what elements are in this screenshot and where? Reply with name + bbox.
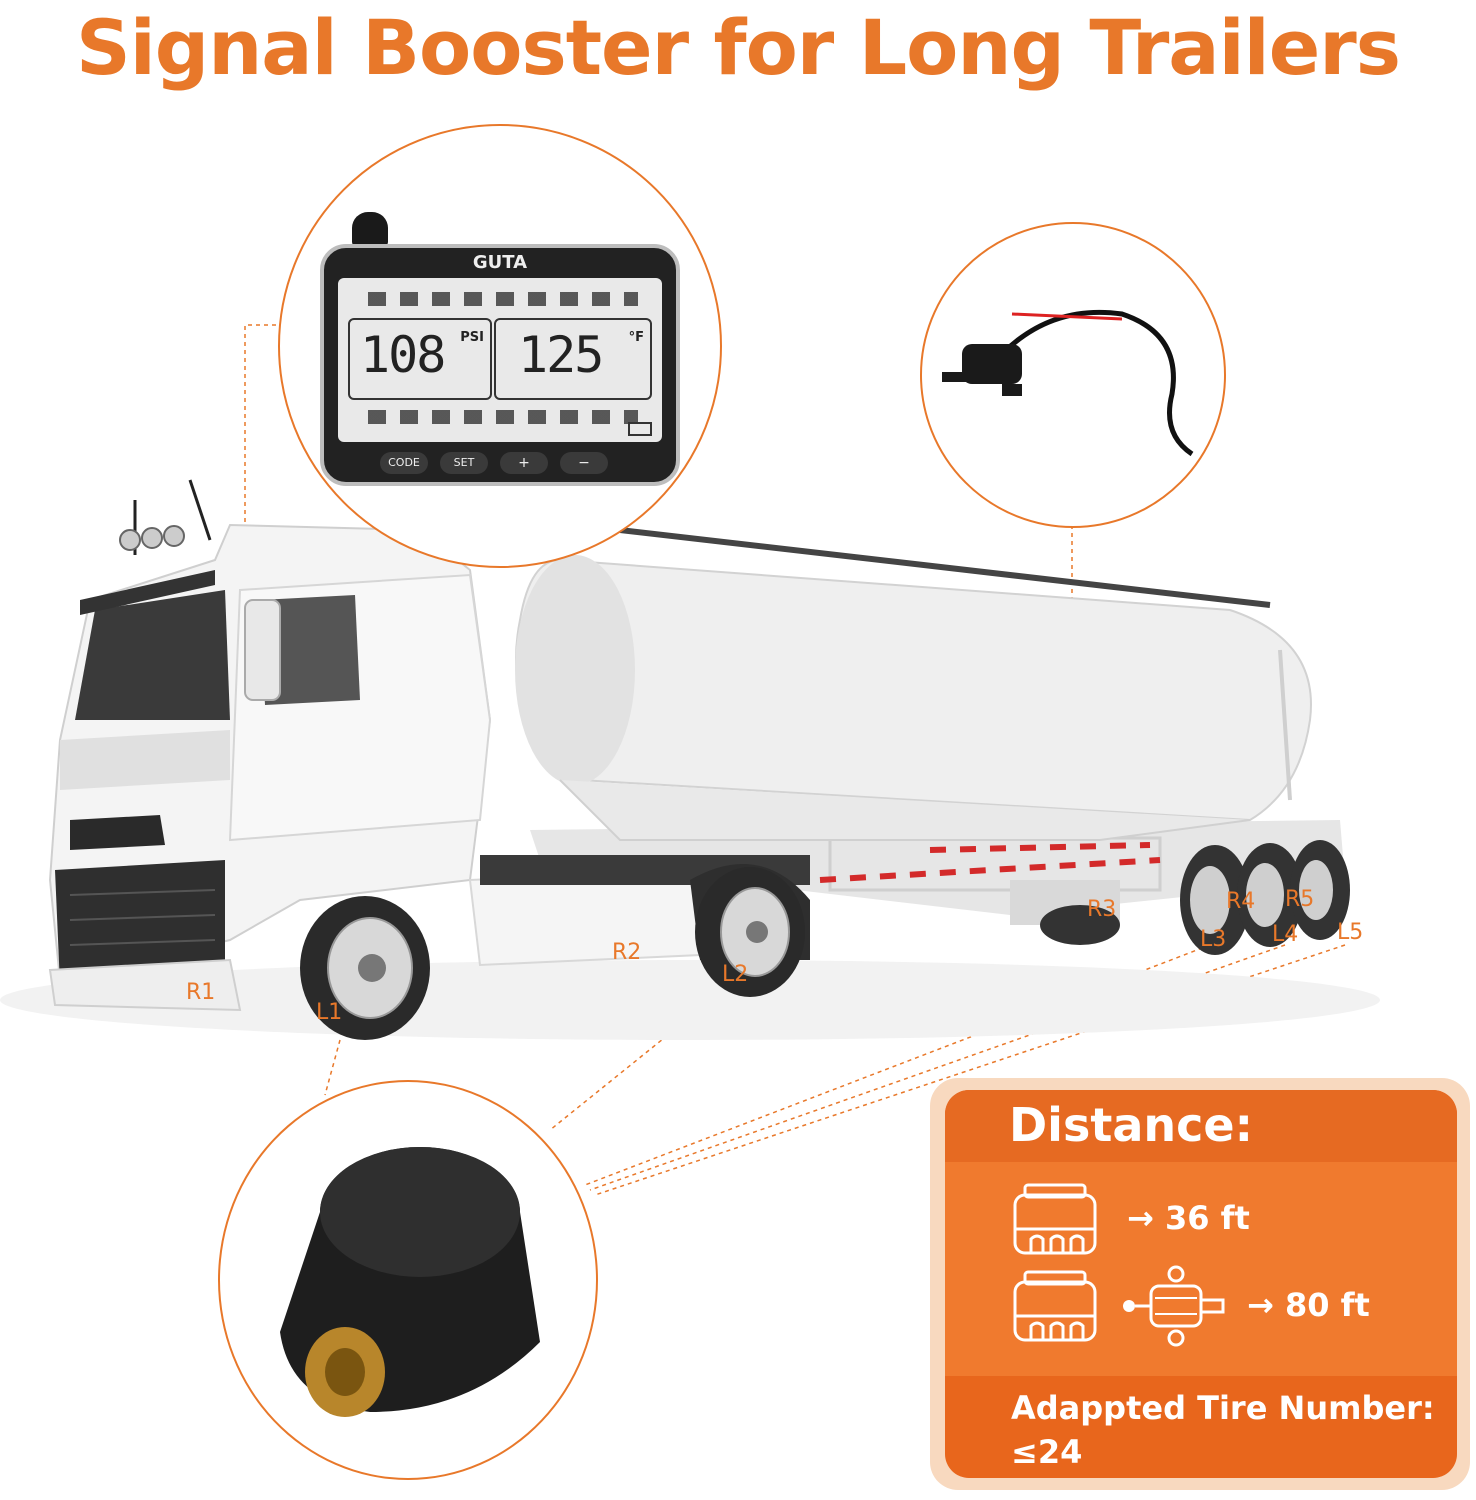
adapted-value: ≤24 — [1011, 1433, 1083, 1471]
antenna-icon — [352, 212, 388, 246]
monitor-outline-icon — [1013, 1270, 1097, 1342]
button-code[interactable]: CODE — [380, 452, 428, 474]
lcd-screen: 108 PSI 125 °F — [338, 278, 662, 442]
sensor-circle — [218, 1080, 598, 1480]
tire-label-l2: L2 — [722, 962, 749, 987]
monitor-brand: GUTA — [472, 252, 528, 273]
pressure-value: 108 — [360, 326, 446, 384]
booster-circle — [920, 222, 1226, 528]
page-title: Signal Booster for Long Trailers — [76, 3, 1401, 92]
tire-label-r2: R2 — [612, 940, 642, 965]
connector-sensor-l1 — [324, 1039, 341, 1096]
tire-label-r1: R1 — [186, 980, 216, 1005]
tire-label-l3: L3 — [1200, 927, 1227, 952]
tire-label-r4: R4 — [1226, 889, 1256, 914]
button-plus[interactable]: + — [500, 452, 548, 474]
distance-with-booster: → 80 ft — [1247, 1286, 1370, 1324]
distance-without-booster: → 36 ft — [1127, 1199, 1250, 1237]
booster-outline-icon — [1123, 1265, 1225, 1347]
tire-label-r5: R5 — [1285, 887, 1315, 912]
monitor-circle: GUTA 108 PSI 125 °F CODE SET + − — [278, 124, 722, 568]
tire-label-l4: L4 — [1272, 922, 1299, 947]
pressure-unit: PSI — [460, 330, 484, 345]
tpms-monitor: GUTA 108 PSI 125 °F CODE SET + − — [320, 244, 680, 486]
monitor-outline-icon — [1013, 1183, 1097, 1255]
tire-label-l5: L5 — [1337, 920, 1364, 945]
tire-label-l1: L1 — [316, 1000, 343, 1025]
button-set[interactable]: SET — [440, 452, 488, 474]
distance-row-monitor: → 36 ft — [945, 1175, 1457, 1265]
battery-icon — [628, 422, 652, 436]
distance-title: Distance: — [1009, 1098, 1253, 1152]
signal-booster-icon — [942, 309, 1194, 457]
connector-sensor-l2 — [549, 984, 731, 1131]
tire-sensor-icon — [280, 1147, 540, 1417]
adapted-tire-number: Adappted Tire Number: ≤24 — [1011, 1386, 1441, 1474]
distance-panel: Distance: → 36 ft → 80 ft Ad — [945, 1090, 1457, 1478]
distance-row-booster: → 80 ft — [945, 1262, 1457, 1352]
button-minus[interactable]: − — [560, 452, 608, 474]
temperature-unit: °F — [628, 330, 644, 345]
tire-label-r3: R3 — [1087, 897, 1117, 922]
adapted-label: Adappted Tire Number: — [1011, 1389, 1435, 1427]
temperature-value: 125 — [518, 326, 604, 384]
